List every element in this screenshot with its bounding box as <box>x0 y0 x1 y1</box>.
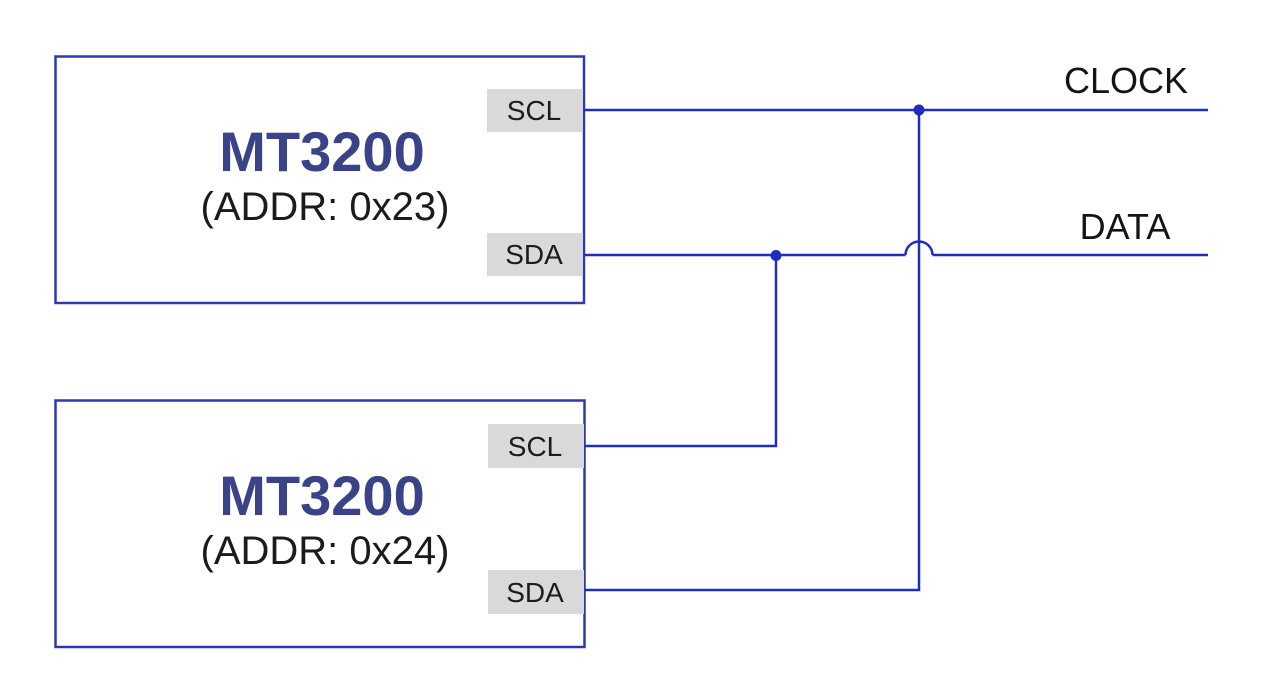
pin-label-scl: SCL <box>508 431 562 462</box>
pin-label-sda: SDA <box>505 239 563 270</box>
junction-dot-data <box>770 250 782 261</box>
device-title: MT3200 <box>219 464 424 527</box>
wire-branch-device2-sda <box>585 110 921 592</box>
wire-hop <box>904 240 934 256</box>
device-subtitle: (ADDR: 0x24) <box>201 529 450 573</box>
device-subtitle: (ADDR: 0x23) <box>201 185 450 229</box>
bus-label-clock: CLOCK <box>1064 60 1188 101</box>
bus-labels: CLOCK DATA <box>1064 60 1188 247</box>
device-title: MT3200 <box>219 120 424 183</box>
device-2: MT3200 (ADDR: 0x24) SCL SDA <box>54 399 586 649</box>
pin-box-sda <box>487 233 583 276</box>
pin-label-scl: SCL <box>507 95 561 126</box>
pin-box-scl <box>488 424 584 468</box>
wire-branch-device2-scl <box>584 255 778 448</box>
device-1: MT3200 (ADDR: 0x23) SCL SDA <box>54 55 586 305</box>
pin-label-sda: SDA <box>506 577 564 608</box>
bus-wires <box>584 104 1208 592</box>
bus-label-data: DATA <box>1080 206 1171 247</box>
junction-dot-clock <box>913 104 925 116</box>
pin-box-sda <box>488 570 584 614</box>
pin-box-scl <box>487 89 583 132</box>
